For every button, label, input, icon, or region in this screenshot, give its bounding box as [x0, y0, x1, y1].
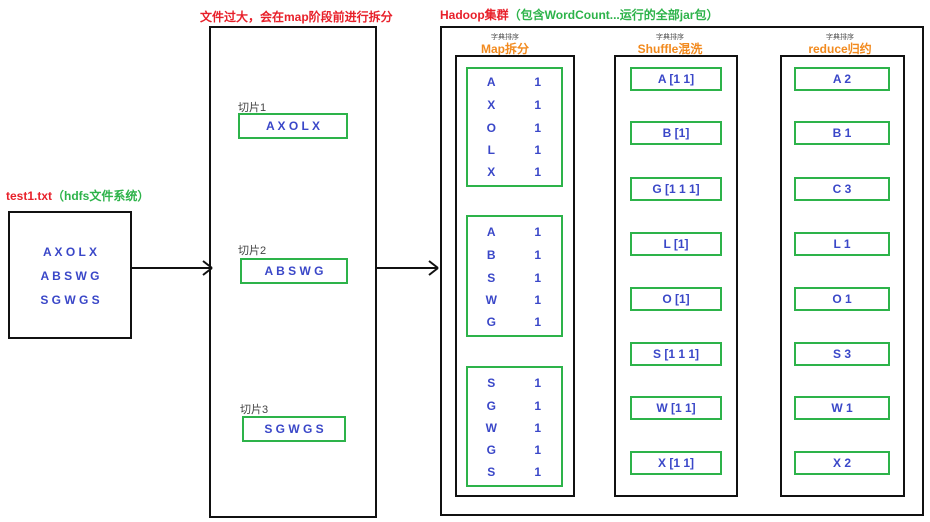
reduce-column-title: reduce归约	[808, 42, 872, 56]
cluster-heading: Hadoop集群（包含WordCount...运行的全部jar包）	[440, 6, 718, 23]
input-file-name: test1.txt	[6, 189, 53, 203]
map-key: A	[486, 225, 496, 239]
shuffle-item: L [1]	[630, 232, 722, 256]
reduce-item: A 2	[794, 67, 890, 91]
split-container: 切片1 A X O L X 切片2 A B S W G 切片3 S G W G …	[209, 26, 377, 518]
map-key: S	[487, 376, 496, 390]
input-file-system: （hdfs文件系统）	[52, 189, 150, 203]
map-key: W	[485, 293, 497, 307]
slice-label: 切片2	[238, 245, 267, 257]
shuffle-item: G [1 1 1]	[630, 177, 722, 201]
map-key: G	[486, 315, 496, 329]
map-key: S	[487, 465, 496, 479]
map-count: 1	[534, 165, 542, 179]
cluster-title: Hadoop集群	[440, 8, 509, 22]
shuffle-item: X [1 1]	[630, 451, 722, 475]
slice-label: 切片3	[240, 404, 269, 416]
shuffle-column-title: Shuffle混洗	[637, 42, 703, 56]
reduce-item: S 3	[794, 342, 890, 366]
map-count: 1	[534, 75, 542, 89]
arrow-split-to-cluster	[377, 260, 439, 276]
map-key: A	[486, 75, 496, 89]
reduce-item: C 3	[794, 177, 890, 201]
map-count: 1	[534, 121, 542, 135]
reduce-sort-note: 字典排序	[826, 34, 854, 41]
reduce-item: O 1	[794, 287, 890, 311]
map-key: L	[487, 143, 495, 157]
map-count: 1	[534, 443, 542, 457]
map-key: S	[487, 271, 496, 285]
shuffle-item: W [1 1]	[630, 396, 722, 420]
input-line: A B S W G	[40, 269, 100, 283]
shuffle-item: O [1]	[630, 287, 722, 311]
shuffle-item: B [1]	[630, 121, 722, 145]
map-key: X	[487, 98, 496, 112]
shuffle-sort-note: 字典排序	[656, 34, 684, 41]
input-line: S G W G S	[40, 293, 100, 307]
map-count: 1	[534, 376, 542, 390]
map-column-title: Map拆分	[480, 42, 529, 56]
slice-label: 切片1	[238, 102, 267, 114]
map-count: 1	[534, 143, 542, 157]
reduce-item: W 1	[794, 396, 890, 420]
input-file-title: test1.txt（hdfs文件系统）	[6, 187, 149, 204]
map-count: 1	[534, 98, 542, 112]
map-key: G	[486, 399, 496, 413]
map-count: 1	[534, 248, 542, 262]
map-count: 1	[534, 271, 542, 285]
arrow-input-to-split	[132, 260, 213, 276]
input-file-box: A X O L X A B S W G S G W G S	[8, 211, 132, 339]
map-key: B	[486, 248, 496, 262]
slice-box: A B S W G	[240, 258, 348, 284]
shuffle-item: S [1 1 1]	[630, 342, 722, 366]
reduce-item: X 2	[794, 451, 890, 475]
shuffle-item: A [1 1]	[630, 67, 722, 91]
map-key: G	[486, 443, 496, 457]
split-heading: 文件过大，会在map阶段前进行拆分	[200, 10, 393, 24]
map-count: 1	[534, 399, 542, 413]
reduce-item: L 1	[794, 232, 890, 256]
input-line: A X O L X	[42, 245, 97, 259]
map-count: 1	[534, 421, 542, 435]
map-count: 1	[534, 293, 542, 307]
slice-box: A X O L X	[238, 113, 348, 139]
map-count: 1	[534, 465, 542, 479]
slice-box: S G W G S	[242, 416, 346, 442]
map-key: X	[487, 165, 496, 179]
cluster-note: （包含WordCount...运行的全部jar包）	[508, 8, 719, 22]
map-key: O	[486, 121, 496, 135]
map-key: W	[485, 421, 497, 435]
map-sort-note: 字典排序	[491, 34, 519, 41]
map-count: 1	[534, 315, 542, 329]
reduce-item: B 1	[794, 121, 890, 145]
map-count: 1	[534, 225, 542, 239]
